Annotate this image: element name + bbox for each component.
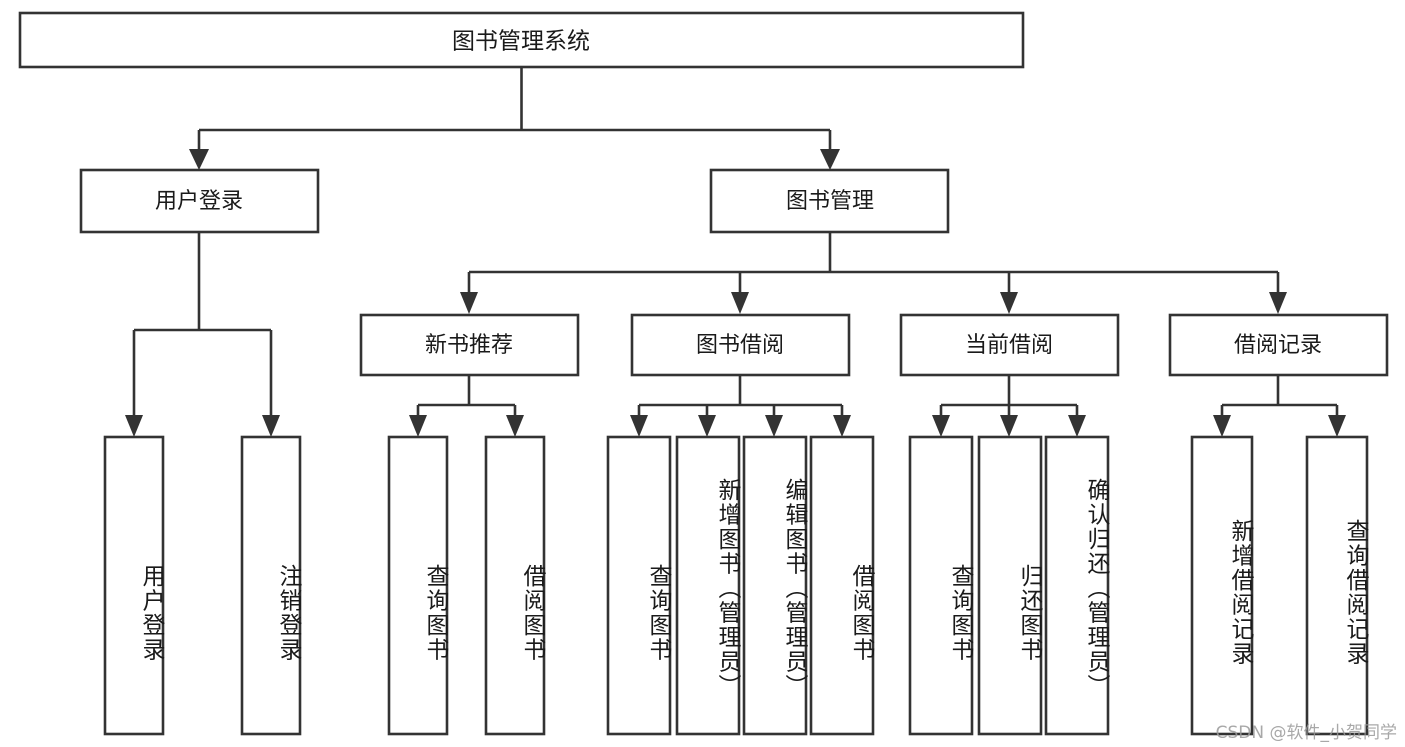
connector-group-current-borrow <box>932 375 1086 437</box>
node-current-borrow-label: 当前借阅 <box>965 333 1053 358</box>
arrow-bb-leaf-4 <box>833 415 851 437</box>
leaf-box-user-login-2[interactable] <box>240 435 302 736</box>
leaf-box-user-login-1[interactable] <box>103 435 165 736</box>
node-book-borrow-box[interactable] <box>630 313 851 377</box>
node-new-book-recommend-box[interactable] <box>359 313 580 377</box>
arrow-ul-leaf-1 <box>125 415 143 437</box>
connector-group-user-login <box>125 232 280 437</box>
node-current-borrow[interactable]: 当前借阅 <box>899 313 1120 377</box>
node-borrow-record-label: 借阅记录 <box>1234 333 1322 358</box>
node-book-management-label: 图书管理 <box>786 189 874 214</box>
arrow-bm-to-borrow-record <box>1269 292 1287 314</box>
leaf-box-book-borrow-4[interactable] <box>809 435 875 736</box>
arrow-cb-leaf-3 <box>1068 415 1086 437</box>
arrow-bm-to-new-book <box>460 292 478 314</box>
arrow-bm-to-book-borrow <box>731 292 749 314</box>
node-borrow-record[interactable]: 借阅记录 <box>1168 313 1389 377</box>
leaf-box-book-borrow-2[interactable] <box>675 435 741 736</box>
node-user-login-label: 用户登录 <box>155 189 243 214</box>
leaf-box-new-book-2[interactable] <box>484 435 546 736</box>
node-new-book-recommend[interactable]: 新书推荐 <box>359 313 580 377</box>
arrow-bb-leaf-3 <box>765 415 783 437</box>
leaf-box-current-borrow-2[interactable] <box>977 435 1043 736</box>
arrow-ul-leaf-2 <box>262 415 280 437</box>
node-book-management[interactable]: 图书管理 <box>709 168 950 234</box>
node-root-system[interactable]: 图书管理系统 <box>18 11 1025 69</box>
node-user-login-box[interactable] <box>79 168 320 234</box>
leaf-box-book-borrow-1[interactable] <box>606 435 672 736</box>
arrow-root-to-user-login <box>189 149 209 170</box>
csdn-watermark: CSDN @软件_小贺同学 <box>1215 723 1397 743</box>
node-root-system-label: 图书管理系统 <box>452 29 590 55</box>
node-book-borrow[interactable]: 图书借阅 <box>630 313 851 377</box>
connector-group-borrow-record <box>1213 375 1346 437</box>
arrow-cb-leaf-1 <box>932 415 950 437</box>
arrow-root-to-book-mgmt <box>820 149 840 170</box>
arrow-bb-leaf-1 <box>630 415 648 437</box>
arrow-bb-leaf-2 <box>698 415 716 437</box>
node-book-management-box[interactable] <box>709 168 950 234</box>
arrow-br-leaf-1 <box>1213 415 1231 437</box>
node-book-borrow-label: 图书借阅 <box>696 333 784 358</box>
leaf-box-new-book-1[interactable] <box>387 435 449 736</box>
connector-group-root <box>189 67 840 170</box>
arrow-nb-leaf-1 <box>409 415 427 437</box>
connector-group-new-book <box>409 375 524 437</box>
node-user-login[interactable]: 用户登录 <box>79 168 320 234</box>
leaf-box-book-borrow-3[interactable] <box>742 435 808 736</box>
node-root-system-box[interactable] <box>18 11 1025 69</box>
node-borrow-record-box[interactable] <box>1168 313 1389 377</box>
leaf-box-borrow-record-2[interactable] <box>1305 435 1369 736</box>
arrow-cb-leaf-2 <box>1000 415 1018 437</box>
leaf-box-borrow-record-1[interactable] <box>1190 435 1254 736</box>
connector-group-book-borrow <box>630 375 851 437</box>
connector-group-book-mgmt <box>460 232 1287 314</box>
node-current-borrow-box[interactable] <box>899 313 1120 377</box>
leaf-box-current-borrow-1[interactable] <box>908 435 974 736</box>
arrow-br-leaf-2 <box>1328 415 1346 437</box>
arrow-bm-to-current-borrow <box>1000 292 1018 314</box>
arrow-nb-leaf-2 <box>506 415 524 437</box>
node-new-book-recommend-label: 新书推荐 <box>425 333 513 358</box>
leaf-box-current-borrow-3[interactable] <box>1044 435 1110 736</box>
